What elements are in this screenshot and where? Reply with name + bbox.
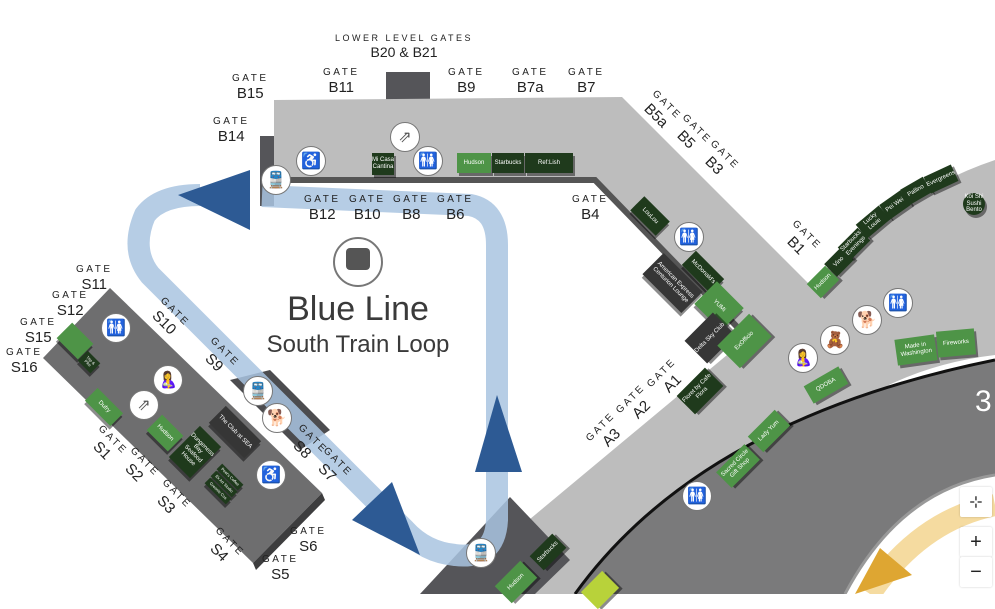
lower-level-block — [386, 72, 430, 104]
gate-number: B10 — [353, 206, 381, 223]
gate-number: B7a — [516, 79, 544, 96]
gate-word: GATE — [393, 194, 430, 205]
lower-level-text: LOWER LEVEL GATES — [335, 33, 474, 43]
nursing-icon: 🤱 — [153, 365, 183, 395]
pet-relief-icon: 🐕 — [262, 403, 292, 433]
gate-word: GATE — [290, 526, 327, 537]
gate-number: S11 — [81, 276, 108, 293]
gate-word: GATE — [349, 194, 386, 205]
gate-word: GATE — [76, 264, 113, 275]
gate-number: B7 — [577, 79, 596, 96]
gate-word: GATE — [213, 116, 250, 127]
play-area-icon: 🧸 — [820, 325, 850, 355]
gate-word: GATE — [232, 73, 269, 84]
restroom-icon: 🚻 — [413, 146, 443, 176]
loop-name: South Train Loop — [266, 331, 450, 358]
shop-fireworks[interactable]: Fireworks — [935, 328, 977, 358]
restroom-icon: 🚻 — [674, 222, 704, 252]
concourse-floor — [274, 97, 995, 594]
gate-word: GATE — [437, 194, 474, 205]
shop-mi-casa-cantina[interactable]: Mi Casa Cantina — [372, 153, 394, 175]
gate-number: B12 — [308, 206, 336, 223]
gate-number: B8 — [402, 206, 421, 223]
terminal-number: 3 — [975, 385, 992, 418]
restroom-icon: 🚻 — [101, 313, 131, 343]
gate-number: S5 — [271, 566, 290, 583]
shop-hudson-b[interactable]: Hudson — [457, 153, 491, 173]
gate-word: GATE — [568, 67, 605, 78]
pet-relief-icon: 🐕 — [852, 305, 882, 335]
line-name: Blue Line — [287, 290, 429, 328]
gate-number: B9 — [457, 79, 476, 96]
zoom-in-button[interactable]: + — [960, 527, 992, 557]
elevator-icon: ♿ — [296, 146, 326, 176]
gate-number: B11 — [328, 79, 355, 96]
gate-word: GATE — [323, 67, 360, 78]
terminal-inner-edge — [843, 473, 995, 594]
train-loop-title: Blue Line South Train Loop — [258, 290, 458, 359]
train-icon: 🚆 — [243, 376, 273, 406]
gate-number: B4 — [581, 206, 600, 223]
s-concourse-floor — [43, 288, 322, 563]
shop-starbucks-b[interactable]: Starbucks — [492, 153, 524, 173]
gate-number: S16 — [10, 359, 38, 376]
escalator-icon: ⇗ — [390, 122, 420, 152]
central-terminal — [575, 360, 995, 594]
train-direction-arrow-left — [178, 170, 250, 230]
gate-number: S15 — [24, 329, 52, 346]
gate-word: GATE — [572, 194, 609, 205]
gate-word: GATE — [52, 290, 89, 301]
shop-made-in-washington[interactable]: Made in Washington — [894, 334, 938, 366]
gate-word: GATE — [304, 194, 341, 205]
blue-train-line — [127, 184, 508, 567]
shop-reflish[interactable]: Ref:Lish — [525, 153, 573, 173]
yellow-line-arrow — [855, 548, 912, 594]
restroom-icon: 🚻 — [883, 288, 913, 318]
train-icon: 🚆 — [466, 538, 496, 568]
train-icon: 🚆 — [261, 165, 291, 195]
gate-number: B15 — [236, 85, 264, 102]
gate-word: GATE — [262, 554, 299, 565]
gate-number: B14 — [217, 128, 245, 145]
train-direction-arrow-up — [475, 395, 522, 472]
zoom-out-button[interactable]: − — [960, 557, 992, 587]
gate-word: GATE — [512, 67, 549, 78]
elevator-icon: ♿ — [256, 460, 286, 490]
gate-word: GATE — [6, 347, 43, 358]
gate-word: GATE — [448, 67, 485, 78]
gate-number: S6 — [299, 538, 318, 555]
train-icon-body — [346, 248, 370, 270]
restroom-icon: 🚻 — [682, 481, 712, 511]
escalator-icon: ⇗ — [129, 390, 159, 420]
gate-number: S12 — [56, 302, 84, 319]
shop-koi-shi-sushi-bento[interactable]: Koi Shi Sushi Bento — [963, 193, 985, 215]
gate-word: GATE — [20, 317, 57, 328]
locate-button[interactable]: ⊹ — [960, 487, 992, 517]
terminal-map[interactable] — [0, 0, 995, 594]
gate-number: B6 — [446, 206, 465, 223]
lower-level-gates: B20 & B21 — [370, 44, 438, 60]
train-direction-arrow-down — [352, 482, 420, 555]
nursing-icon: 🤱 — [788, 343, 818, 373]
s-concourse-edge — [253, 493, 325, 570]
lower-level-gates-label: LOWER LEVEL GATES B20 & B21 — [335, 33, 474, 60]
